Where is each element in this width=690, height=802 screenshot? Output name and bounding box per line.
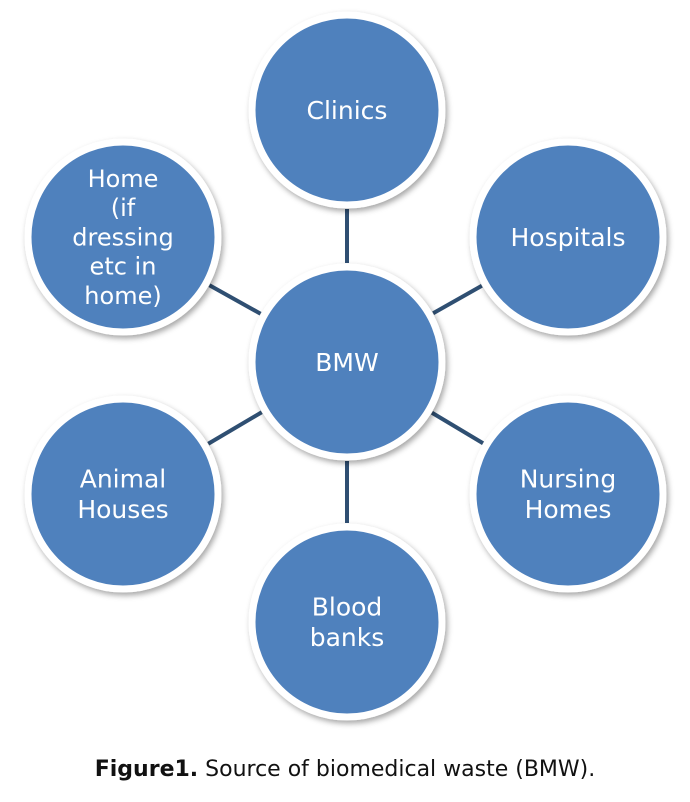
node-animal-houses-label-line: Houses — [77, 495, 168, 524]
caption-prefix: Figure1. — [94, 757, 199, 782]
node-center-label: BMW — [315, 348, 378, 377]
node-center-bmw: BMW — [248, 263, 446, 461]
node-blood-banks-circle — [248, 523, 446, 721]
node-clinics-label-line: Clinics — [307, 96, 388, 125]
connector-nursing-homes — [430, 411, 485, 445]
node-blood-banks-label-line: Blood — [312, 593, 383, 622]
node-home-label-line: home) — [84, 282, 161, 310]
node-blood-banks-label-line: banks — [310, 623, 385, 652]
node-nursing-homes-label-line: Nursing — [520, 465, 617, 494]
node-hospitals: Hospitals — [469, 138, 667, 336]
node-animal-houses-circle — [24, 395, 222, 593]
node-hospitals-label-line: Hospitals — [510, 223, 625, 252]
node-nursing-homes-label-line: Homes — [525, 495, 612, 524]
node-clinics-circle — [248, 11, 446, 209]
node-clinics: Clinics — [248, 11, 446, 209]
node-home-label-line: (if — [111, 194, 136, 222]
node-nursing-homes-circle — [469, 395, 667, 593]
node-animal-houses-label-line: Animal — [80, 465, 167, 494]
connector-animal-houses — [207, 410, 263, 446]
node-home-label-line: etc in — [90, 253, 157, 281]
node-hospitals-circle — [469, 138, 667, 336]
diagram-canvas: ClinicsHospitalsNursingHomesBloodbanksAn… — [24, 11, 667, 721]
node-home-label-line: Home — [88, 165, 159, 193]
node-home-label-line: dressing — [72, 223, 173, 251]
connector-hospitals — [432, 283, 483, 316]
figure-caption: Figure1. Source of biomedical waste (BMW… — [0, 757, 690, 782]
connector-home — [208, 283, 262, 316]
caption-text: Source of biomedical waste (BMW). — [198, 757, 596, 782]
node-home-circle — [24, 138, 222, 336]
node-center-circle — [248, 263, 446, 461]
